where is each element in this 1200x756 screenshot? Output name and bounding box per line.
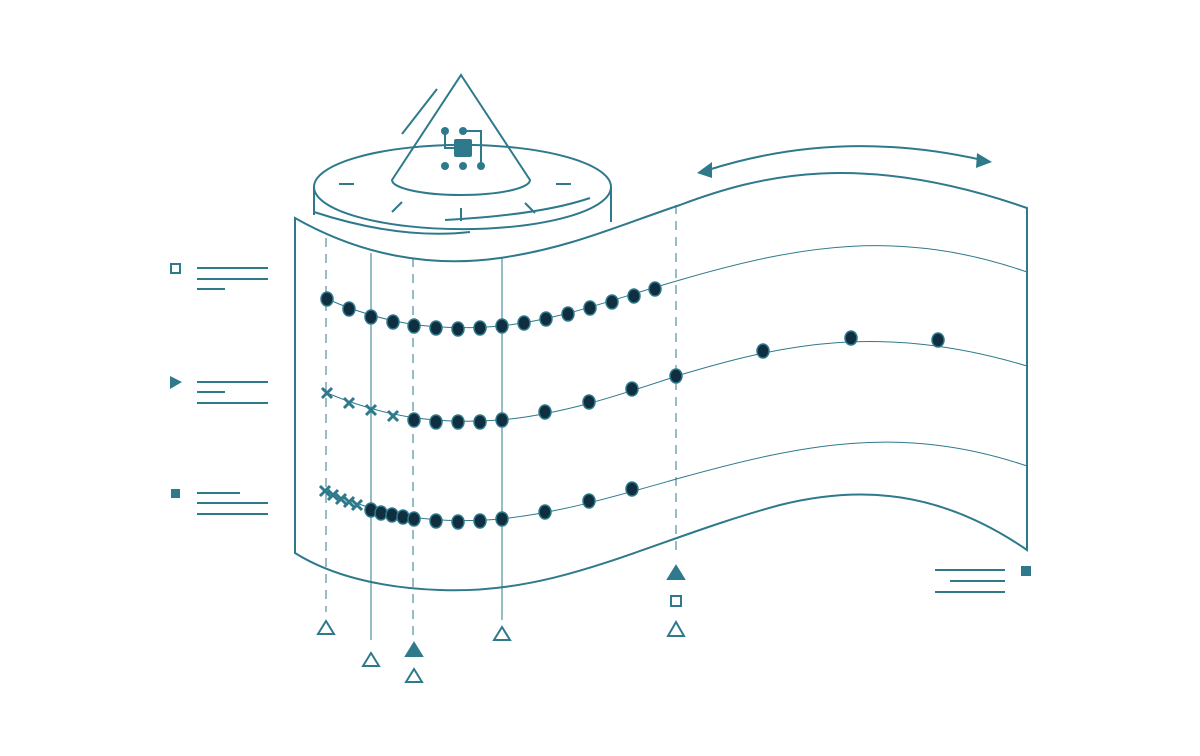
data-point-dot <box>605 294 619 310</box>
square-outline-icon <box>170 263 181 274</box>
data-point-dot <box>625 381 639 397</box>
data-point-dot <box>342 301 356 317</box>
data-point-dot <box>844 330 858 346</box>
data-point-dot <box>451 321 465 337</box>
square-outline-icon <box>670 595 682 607</box>
data-point-dot <box>495 511 509 527</box>
play-triangle-icon <box>170 376 182 389</box>
data-point-cross <box>342 495 356 509</box>
triangle-filled-icon <box>404 641 424 657</box>
data-point-cross <box>318 484 332 498</box>
data-point-cross <box>334 492 348 506</box>
data-point-dot <box>561 306 575 322</box>
data-point-cross <box>320 386 334 400</box>
data-point-dot <box>320 291 334 307</box>
square-filled-icon <box>1021 566 1031 576</box>
curved-double-arrow-icon <box>697 145 992 178</box>
disk-icon <box>312 143 613 235</box>
data-point-cross <box>326 488 340 502</box>
data-point-cross <box>350 498 364 512</box>
triangle-filled-icon <box>666 564 686 580</box>
data-point-dot <box>407 412 421 428</box>
data-point-dot <box>583 300 597 316</box>
data-point-dot <box>756 343 770 359</box>
data-point-dot <box>625 481 639 497</box>
data-point-dot <box>627 288 641 304</box>
triangle-outline-icon <box>666 619 686 637</box>
data-point-dot <box>473 414 487 430</box>
data-point-dot <box>538 404 552 420</box>
data-point-cross <box>342 396 356 410</box>
triangle-outline-icon <box>404 667 424 683</box>
data-point-dot <box>429 414 443 430</box>
triangle-outline-icon <box>492 625 512 641</box>
triangle-outline-icon <box>361 651 381 667</box>
data-point-dot <box>931 332 945 348</box>
data-point-dot <box>538 504 552 520</box>
data-point-dot <box>407 318 421 334</box>
data-point-dot <box>495 318 509 334</box>
data-point-cross <box>364 403 378 417</box>
data-point-dot <box>473 320 487 336</box>
data-point-dot <box>582 493 596 509</box>
data-point-dot <box>582 394 596 410</box>
square-filled-icon <box>171 489 180 498</box>
data-point-dot <box>495 412 509 428</box>
data-point-dot <box>385 507 399 523</box>
data-point-dot <box>429 320 443 336</box>
data-point-dot <box>539 311 553 327</box>
data-point-dot <box>517 315 531 331</box>
data-point-dot <box>648 281 662 297</box>
data-point-dot <box>407 511 421 527</box>
data-point-dot <box>451 414 465 430</box>
wave-sheet <box>294 172 1028 592</box>
chip-icon <box>441 127 485 170</box>
data-point-dot <box>364 309 378 325</box>
data-point-dot <box>473 513 487 529</box>
data-point-dot <box>386 314 400 330</box>
data-point-dot <box>396 509 410 525</box>
data-point-dot <box>429 513 443 529</box>
data-point-cross <box>386 409 400 423</box>
data-point-dot <box>451 514 465 530</box>
data-point-dot <box>374 505 388 521</box>
data-point-dot <box>669 368 683 384</box>
cone-icon <box>390 73 532 196</box>
triangle-outline-icon <box>316 619 336 635</box>
